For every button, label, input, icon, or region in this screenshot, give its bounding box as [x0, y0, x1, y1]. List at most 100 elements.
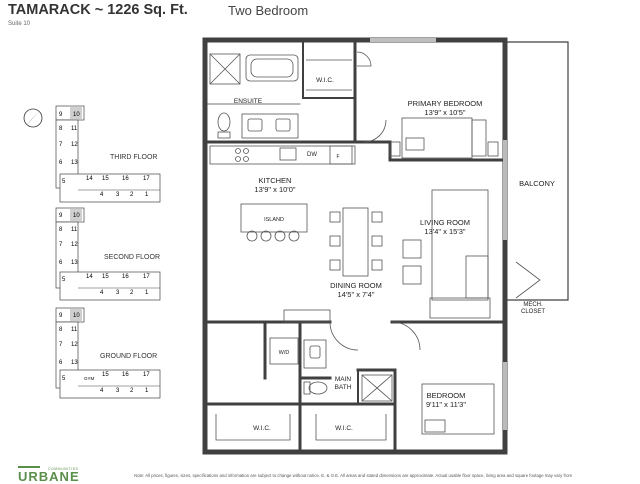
north-arrow-icon	[23, 108, 43, 128]
kp1-u9: 9	[59, 313, 63, 319]
kp3-u5: 5	[62, 179, 66, 185]
mech-label-2: CLOSET	[521, 309, 545, 315]
kitchen-label: KITCHEN	[259, 176, 292, 185]
kp2-u14: 14	[86, 274, 93, 280]
plan-title: TAMARACK ~ 1226 Sq. Ft.	[8, 2, 188, 18]
dining-room-label: DINING ROOM	[330, 281, 382, 290]
logo-tagline: COMMUNITIES	[48, 467, 79, 471]
kp3-u17: 17	[143, 176, 150, 182]
toilet-ensuite	[217, 112, 231, 132]
kp1-label: GROUND FLOOR	[100, 353, 157, 360]
disclaimer-note: Note: All prices, figures, sizes, specif…	[134, 473, 573, 478]
kp3-u6: 6	[59, 160, 63, 166]
kp2-u1: 1	[145, 290, 149, 296]
keyplan-third-floor: 9 10 8 11 12 7 13 6 5 14 15 16 17 4 3 2 …	[55, 105, 161, 203]
main-bath-label-2: BATH	[335, 384, 352, 391]
dining-room-dim: 14'5" x 7'4"	[338, 290, 375, 299]
kp2-u5: 5	[62, 277, 66, 283]
wic-left-label: W.I.C.	[253, 425, 271, 432]
washer-dryer	[269, 337, 299, 365]
kp1-u15: 15	[102, 372, 109, 378]
kp1-u10: 10	[73, 313, 80, 319]
kp3-u10: 10	[73, 112, 80, 118]
dishwasher-label: DW	[307, 152, 317, 158]
ensuite-vanity	[241, 113, 299, 139]
keyplan-second-floor: 9 10 8 11 12 7 13 6 5 14 15 16 17 4 3 2 …	[55, 207, 161, 301]
kp1-u5: 5	[62, 376, 66, 382]
kp1-gym: GYM	[84, 376, 95, 381]
kp1-u7: 7	[59, 342, 63, 348]
kp1-u4: 4	[100, 388, 104, 394]
kp1-u12: 12	[71, 342, 78, 348]
suite-label: Suite 10	[8, 21, 31, 27]
kitchen-counter	[209, 145, 356, 165]
primary-bedroom-label: PRIMARY BEDROOM	[408, 99, 483, 108]
plan-subtitle: Two Bedroom	[228, 3, 309, 18]
kp3-u3: 3	[116, 192, 120, 198]
main-bath-label-1: MAIN	[335, 376, 352, 383]
kp3-u1: 1	[145, 192, 149, 198]
wic-right-label: W.I.C.	[335, 425, 353, 432]
logo-wordmark: URBANE	[18, 469, 80, 484]
wd-label: W/D	[279, 350, 290, 356]
kp3-u13: 13	[71, 160, 78, 166]
living-rug	[431, 189, 489, 301]
wic-top-label: W.I.C.	[316, 77, 334, 84]
kp2-u7: 7	[59, 242, 63, 248]
kp2-u11: 11	[71, 227, 78, 233]
kp1-u11: 11	[71, 327, 78, 333]
kp1-u2: 2	[130, 388, 134, 394]
bedroom-label: BEDROOM	[427, 391, 466, 400]
kp3-u16: 16	[122, 176, 129, 182]
kp3-u8: 8	[59, 126, 63, 132]
kp2-u2: 2	[130, 290, 134, 296]
kp1-u8: 8	[59, 327, 63, 333]
kp2-u6: 6	[59, 260, 63, 266]
kp3-u14: 14	[86, 176, 93, 182]
kp2-u8: 8	[59, 227, 63, 233]
kp1-u16: 16	[122, 372, 129, 378]
balcony-label: BALCONY	[519, 179, 555, 188]
kp1-u17: 17	[143, 372, 150, 378]
kp3-u4: 4	[100, 192, 104, 198]
kp2-u9: 9	[59, 213, 63, 219]
kp2-label: SECOND FLOOR	[104, 254, 160, 261]
kp3-u12: 12	[71, 142, 78, 148]
mech-label-1: MECH.	[523, 302, 543, 308]
keyplan-ground-floor: 9 10 8 11 12 7 13 6 5 15 16 17 GYM 4 3 2…	[55, 307, 161, 399]
kp3-u15: 15	[102, 176, 109, 182]
kp3-u2: 2	[130, 192, 134, 198]
kitchen-island	[240, 203, 308, 233]
kp1-u3: 3	[116, 388, 120, 394]
main-bath-sink	[303, 339, 327, 369]
kp2-u10: 10	[73, 213, 80, 219]
kp3-u9: 9	[59, 112, 63, 118]
toilet-main	[308, 381, 328, 395]
kp3-u7: 7	[59, 142, 63, 148]
second-bed	[421, 383, 495, 435]
kp2-u16: 16	[122, 274, 129, 280]
living-room-dim: 13'4" x 15'3"	[424, 227, 465, 236]
kitchen-dim: 13'9" x 10'0"	[254, 185, 295, 194]
logo-mark	[18, 466, 40, 468]
shower	[209, 53, 241, 85]
island-label: ISLAND	[264, 217, 284, 223]
fridge-label: F	[336, 154, 339, 160]
ensuite-label: ENSUITE	[234, 98, 263, 105]
kp2-u4: 4	[100, 290, 104, 296]
sofa	[429, 297, 491, 319]
kp1-u13: 13	[71, 360, 78, 366]
balcony-outline	[504, 41, 569, 301]
living-room-label: LIVING ROOM	[420, 218, 470, 227]
kp2-u3: 3	[116, 290, 120, 296]
primary-bedroom-dim: 13'9" x 10'5"	[424, 108, 465, 117]
kp3-u11: 11	[71, 126, 78, 132]
bedroom-dim: 9'11" x 11'3"	[426, 400, 466, 409]
kp2-u15: 15	[102, 274, 109, 280]
outer-wall	[202, 37, 508, 455]
bathtub	[245, 54, 299, 82]
main-shower	[361, 374, 393, 402]
